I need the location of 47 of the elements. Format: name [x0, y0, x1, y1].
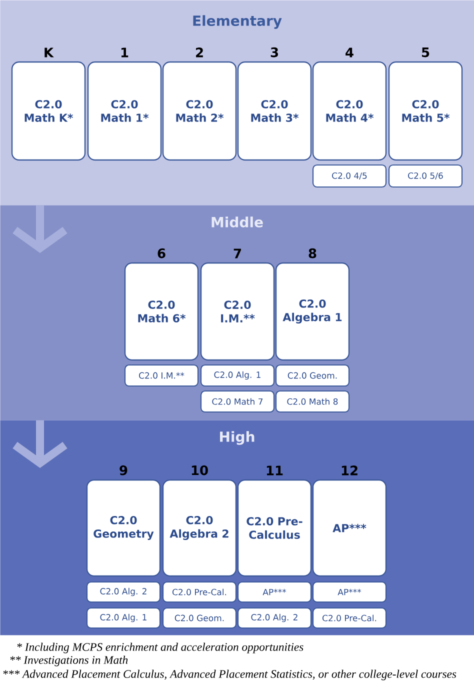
- course-box: C2.0 I.M.**: [200, 262, 275, 361]
- course-box: C2.0 Geom.: [162, 607, 237, 629]
- course-box: C2.0 I.M.**: [124, 364, 199, 387]
- grade-label: 3: [270, 47, 278, 58]
- band-title: Middle: [212, 216, 263, 228]
- grade-label: 10: [192, 465, 208, 476]
- course-box: C2.0 Math 1*: [87, 61, 162, 161]
- course-box: C2.0 Math 5*: [388, 61, 463, 161]
- grade-label: 9: [120, 465, 128, 476]
- grade-label: 1: [121, 48, 128, 58]
- course-box: C2.0 Algebra 1: [275, 262, 350, 361]
- course-box: C2.0 Pre-Cal.: [312, 607, 387, 629]
- course-box: AP***: [237, 581, 312, 603]
- course-box: C2.0 Alg. 2: [86, 581, 161, 603]
- footnote: ** Investigations in Math: [10, 656, 128, 666]
- grade-label: 4: [346, 48, 354, 58]
- grade-label: K: [44, 48, 54, 58]
- course-box: C2.0 4/5: [312, 164, 387, 188]
- course-box: C2.0 Geom.: [275, 364, 350, 387]
- course-box: C2.0 Math 4*: [312, 61, 387, 161]
- band-title: High: [220, 431, 254, 445]
- course-box: C2.0 Pre-Cal.: [162, 581, 237, 603]
- course-box: C2.0 Math 2*: [162, 61, 237, 161]
- course-box: C2.0 Alg. 2: [237, 607, 312, 629]
- grade-label: 6: [158, 248, 166, 258]
- course-box: C2.0 Math K*: [11, 61, 86, 161]
- course-box: AP***: [312, 479, 387, 577]
- course-box: C2.0 Math 6*: [124, 262, 199, 361]
- course-box: C2.0 Geometry: [86, 479, 161, 577]
- grade-label: 12: [342, 466, 358, 476]
- grade-label: 5: [422, 48, 430, 58]
- grade-label: 7: [234, 248, 241, 258]
- grade-label: 2: [196, 48, 203, 58]
- grade-label: 11: [266, 466, 283, 476]
- course-box: C2.0 Math 7: [200, 390, 275, 413]
- course-box: C2.0 Math 3*: [237, 61, 312, 161]
- course-box: C2.0 Math 8: [275, 390, 350, 413]
- course-box: C2.0 Alg. 1: [200, 364, 275, 387]
- course-box: C2.0 Algebra 2: [162, 479, 237, 577]
- course-box: C2.0 Pre-Calculus: [237, 479, 312, 577]
- grade-label: 8: [308, 248, 316, 258]
- footnote: * Including MCPS enrichment and acceleration opportunities: [17, 642, 304, 654]
- footnote: *** Advanced Placement Calculus, Advanced Placement Statistics, or other college-level courses: [3, 670, 456, 680]
- band-title: Elementary: [193, 15, 282, 29]
- course-box: AP***: [312, 581, 387, 603]
- course-box: C2.0 5/6: [388, 164, 463, 188]
- course-box: C2.0 Alg. 1: [86, 607, 161, 629]
